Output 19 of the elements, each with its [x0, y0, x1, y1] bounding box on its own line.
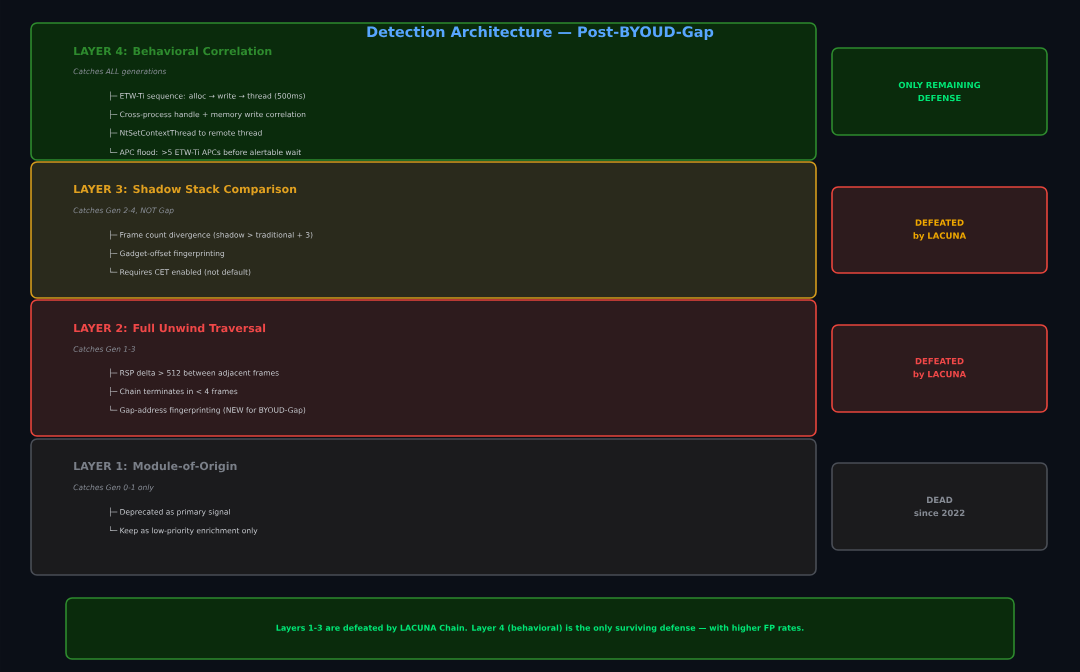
status-label: DEFEATED by LACUNA: [913, 358, 967, 379]
layer-panel: [30, 22, 817, 161]
summary-banner: [65, 597, 1015, 660]
status-label: DEAD since 2022: [914, 496, 965, 517]
layer-panel: [30, 438, 817, 576]
layer-heading: LAYER 4: Behavioral Correlation: [74, 46, 272, 56]
status-box: [831, 462, 1048, 551]
layer-panel: [30, 299, 817, 437]
layer-heading: LAYER 1: Module-of-Origin: [74, 461, 237, 473]
status-label: ONLY REMAINING DEFENSE: [898, 81, 981, 102]
status-box: [831, 47, 1048, 136]
status-box: [831, 186, 1048, 274]
layer-panel: [30, 161, 817, 299]
status-label: DEFEATED by LACUNA: [913, 219, 967, 241]
status-box: [831, 324, 1048, 413]
summary-text: Layers 1-3 are defeated by LACUNA Chain. Layer 4 (behavioral) is the only surviving defense — with higher FP rates.: [276, 624, 804, 633]
layer-heading: LAYER 3: Shadow Stack Comparison: [74, 184, 297, 196]
layer-heading: LAYER 2: Full Unwind Traversal: [74, 323, 266, 333]
diagram-title: Detection Architecture — Post-BYOUD-Gap: [367, 26, 714, 40]
